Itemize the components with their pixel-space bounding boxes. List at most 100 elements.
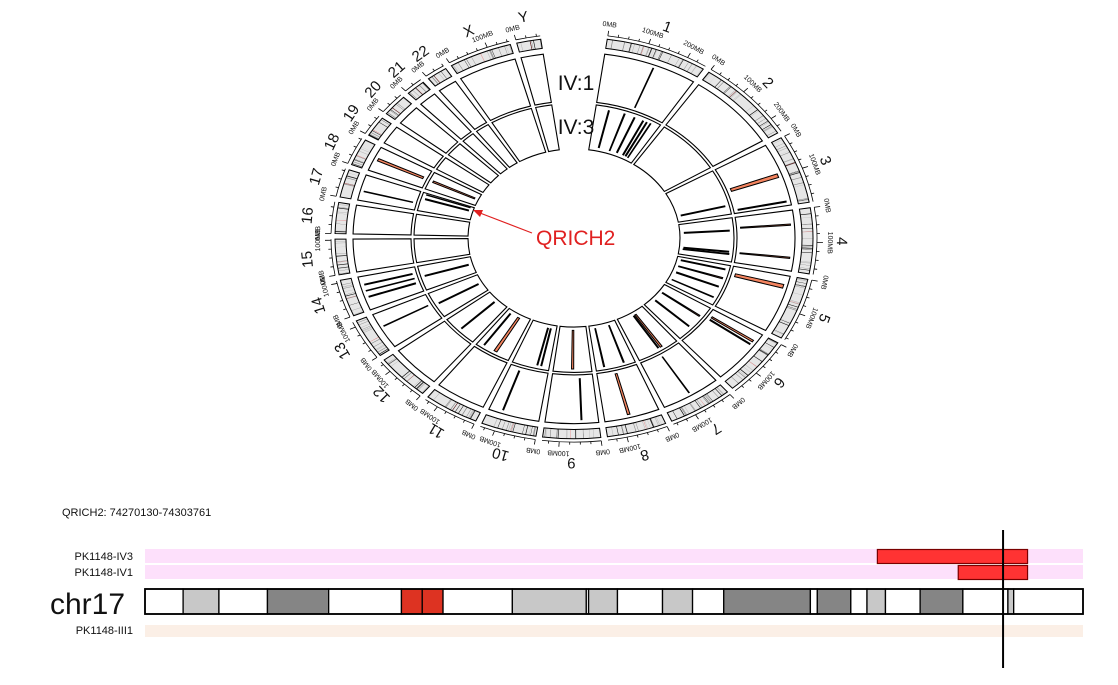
chromosome-label: 21 [385, 58, 409, 82]
ideogram-band [801, 248, 813, 249]
ideogram-band [489, 49, 495, 59]
ideogram-band [498, 47, 502, 57]
ideogram-outline [339, 169, 361, 200]
variant-mark [594, 328, 606, 368]
circos-plot: 0MB100MB200MB10MB100MB200MB20MB100MB30MB… [298, 8, 850, 471]
tick-mark [433, 406, 438, 412]
ideogram-band [468, 409, 474, 419]
ideogram-band [336, 213, 348, 215]
track-box-iv3 [413, 237, 471, 264]
track-label-iv3: IV:3 [558, 116, 595, 139]
tick-mark [795, 321, 799, 324]
tick-axis [541, 439, 602, 443]
ideogram-band [353, 311, 364, 316]
ideogram-band [795, 281, 807, 284]
ideogram-band [387, 357, 397, 364]
tick-mark [409, 389, 413, 393]
ideogram-band [706, 393, 714, 402]
ideogram-band [337, 207, 349, 210]
sample-track: PK1148-III1 [76, 625, 1083, 637]
ideogram-band [678, 59, 684, 68]
locus-title: QRICH2: 74270130-74303761 [62, 507, 211, 519]
ideogram-band [796, 279, 808, 282]
centromere-mark [529, 40, 532, 50]
tick-mark [769, 358, 773, 362]
ideogram-band [762, 125, 773, 132]
ideogram-band [641, 420, 646, 430]
tick-mark [444, 411, 447, 415]
ideogram-band [364, 140, 375, 146]
track-box-iv3 [427, 274, 489, 318]
tick-mark [798, 158, 802, 161]
ideogram-band [549, 428, 552, 438]
track-box-iv3 [435, 157, 490, 194]
tick-label: 0MB [360, 356, 374, 372]
chromosome-label: 18 [321, 131, 344, 153]
cytoband [328, 588, 403, 615]
ideogram-band [588, 429, 591, 439]
ideogram-band [452, 64, 459, 74]
tick-mark [727, 77, 731, 81]
ideogram-band [347, 172, 359, 177]
ideogram-band [406, 374, 415, 382]
cytoband [1013, 588, 1084, 615]
ideogram-band [694, 400, 701, 409]
ideogram-band [504, 45, 508, 55]
track-background [145, 565, 1083, 579]
ideogram-band [363, 328, 374, 333]
track-box-iv1 [352, 204, 415, 236]
ideogram-outline [334, 201, 351, 235]
tick-label: 0MB [435, 47, 451, 61]
ideogram-band [786, 306, 797, 311]
ideogram-band [344, 292, 356, 295]
tick-mark [401, 86, 406, 92]
ideogram-band [417, 382, 426, 391]
centromere-mark [640, 46, 645, 55]
ideogram-band [355, 155, 367, 160]
tick-mark [809, 288, 813, 290]
tick-label: 100MB [315, 229, 322, 252]
tick-label: 0MB [505, 24, 521, 34]
chromosome-label: 8 [638, 445, 651, 464]
chromosome-label: 13 [331, 339, 354, 362]
variant-mark [493, 316, 521, 353]
ideogram-band [335, 231, 347, 233]
ideogram-band [422, 82, 430, 91]
tick-mark [505, 39, 508, 42]
tick-label: 100MB [319, 274, 331, 298]
ideogram-band [703, 72, 711, 81]
ideogram-band [796, 278, 808, 281]
ideogram-band [505, 421, 510, 431]
tick-label: 0MB [525, 445, 541, 454]
tick-mark [785, 337, 789, 340]
ideogram-band [344, 182, 355, 186]
ideogram-band [458, 405, 464, 414]
centromere-mark [344, 183, 355, 186]
locus-panel: QRICH2: 74270130-74303761 chr17 PK1148-I… [50, 507, 1084, 668]
ideogram-band [793, 182, 804, 186]
tick-mark [336, 291, 340, 294]
ideogram-chr3 [771, 137, 810, 204]
tick-mark [353, 145, 357, 148]
tick-mark [362, 342, 366, 345]
ideogram-outline [450, 43, 514, 75]
centromere-mark [406, 374, 415, 382]
variant-line [438, 283, 480, 305]
ideogram-band [337, 206, 349, 209]
ideogram-band [389, 110, 399, 117]
cytoband [723, 588, 812, 615]
ideogram-band [530, 426, 533, 436]
cytoband [962, 588, 1009, 615]
ideogram-band [469, 410, 475, 419]
ideogram-band [335, 253, 347, 254]
ideogram-band [658, 51, 663, 61]
track-box-iv1 [352, 238, 415, 273]
tick-mark [719, 72, 722, 75]
ideogram-band [414, 380, 423, 388]
chromosome-label: 5 [814, 311, 833, 325]
tick-mark [794, 150, 798, 153]
tick-mark [357, 334, 361, 337]
variant-line [654, 299, 690, 328]
chromosome-label: X [461, 22, 477, 42]
ideogram-band [616, 426, 619, 436]
